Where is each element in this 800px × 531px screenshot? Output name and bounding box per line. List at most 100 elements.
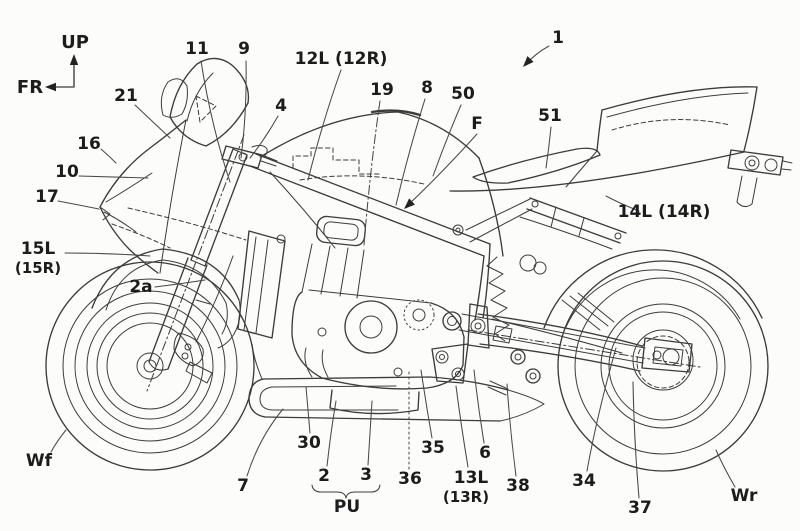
swingarm-centerline — [467, 329, 701, 368]
rear-sprocket — [636, 335, 690, 389]
ref-label-15L: 15L — [21, 239, 56, 259]
axis-front-arrow-icon — [45, 82, 56, 92]
leader-line-2 — [326, 400, 337, 467]
main-spar-upper — [255, 153, 491, 245]
nose-vent — [99, 206, 111, 221]
front-fairing — [99, 119, 247, 274]
leader-line-6 — [473, 369, 485, 444]
front-wheel — [45, 261, 255, 471]
ref-label-9: 9 — [238, 39, 250, 59]
rear-suspension — [431, 254, 547, 396]
leader-line-Wf — [50, 429, 67, 453]
leader-line-14L — [605, 195, 640, 212]
leader-line-37 — [632, 381, 640, 499]
leader-line-8 — [395, 98, 426, 206]
leader-line-30 — [305, 386, 311, 434]
leader-line-50 — [432, 104, 462, 177]
ref-label-21: 21 — [114, 86, 138, 106]
swingarm — [458, 292, 701, 373]
windscreen — [160, 57, 250, 147]
oil-pan — [329, 389, 420, 415]
ref-label-16: 16 — [77, 134, 101, 154]
leader-line-13L — [455, 385, 469, 468]
leader-line-19 — [363, 100, 381, 246]
frame — [249, 153, 533, 321]
arrowhead-F — [404, 198, 415, 209]
leader-line-12L — [307, 69, 342, 181]
fuel-tank — [261, 109, 504, 257]
ref-label-38: 38 — [506, 476, 530, 496]
leader-line-9 — [240, 60, 247, 159]
leader-line-17 — [57, 200, 100, 210]
ref-label-35: 35 — [421, 438, 445, 458]
rider-seat — [472, 147, 601, 184]
radiator — [237, 230, 286, 339]
ref-label-50: 50 — [451, 84, 475, 104]
axis-up-arrow-icon — [69, 54, 79, 65]
ref-label-10: 10 — [55, 162, 79, 182]
pu-brace — [311, 484, 381, 499]
front-fender — [91, 248, 241, 349]
leader-line-34 — [586, 347, 617, 472]
leader-line-Wr — [715, 449, 736, 488]
ref-label-13L-line2: (13R) — [443, 488, 489, 506]
subframe — [519, 197, 627, 250]
ref-label-2: 2 — [318, 466, 330, 486]
taillight — [727, 149, 793, 208]
front-fork — [146, 134, 248, 392]
ref-label-13L: 13L — [454, 468, 489, 488]
airbox-duct — [292, 147, 380, 175]
steering-axis — [146, 134, 245, 392]
top-bridge — [221, 145, 263, 169]
rear-wheel — [557, 260, 769, 472]
leader-line-38 — [506, 383, 517, 477]
axis-indicator: UP FR — [17, 32, 89, 98]
ref-label-2a: 2a — [129, 277, 152, 297]
rear-fender — [543, 249, 763, 329]
ref-label-17: 17 — [35, 187, 59, 207]
leader-line-51 — [545, 126, 552, 169]
ref-label-14L: 14L (14R) — [618, 202, 711, 222]
axis-up-label: UP — [61, 32, 89, 53]
leader-line-4 — [249, 115, 279, 159]
leader-line-11 — [200, 60, 231, 183]
ref-label-4: 4 — [275, 96, 287, 116]
leader-line-7 — [246, 408, 284, 477]
ref-label-51: 51 — [538, 106, 562, 126]
exhaust — [248, 343, 545, 422]
leader-line-10 — [78, 175, 149, 179]
leader-line-2a — [154, 279, 206, 288]
steering-head — [221, 144, 336, 249]
leader-line-16 — [100, 148, 117, 164]
ref-label-1: 1 — [552, 28, 564, 48]
rear-axle-block — [641, 337, 693, 373]
leader-line-3 — [367, 400, 373, 466]
leader-line-35 — [420, 369, 433, 439]
axis-lines — [49, 57, 75, 88]
ref-label-30: 30 — [297, 433, 321, 453]
ref-label-3: 3 — [360, 465, 372, 485]
valve-cover — [315, 215, 367, 247]
ref-label-19: 19 — [370, 80, 394, 100]
leader-line-15L — [64, 252, 151, 257]
ref-label-F: F — [471, 114, 483, 134]
ref-label-8: 8 — [421, 78, 433, 98]
ref-label-37: 37 — [628, 498, 652, 518]
shock-spring — [486, 256, 510, 342]
ref-label-36: 36 — [398, 469, 422, 489]
seat-tail — [449, 86, 758, 192]
ref-label-PU: PU — [334, 497, 360, 517]
clutch-cover — [344, 300, 398, 354]
ref-label-6: 6 — [479, 443, 491, 463]
front-brake-caliper — [173, 332, 204, 367]
ram-air-duct — [127, 207, 247, 241]
ref-label-7: 7 — [237, 476, 249, 496]
ref-label-Wr: Wr — [731, 486, 758, 506]
front-sprocket — [442, 311, 462, 331]
control-cable — [269, 171, 336, 249]
leader-line-21 — [134, 104, 171, 139]
brake-hose — [195, 255, 234, 343]
